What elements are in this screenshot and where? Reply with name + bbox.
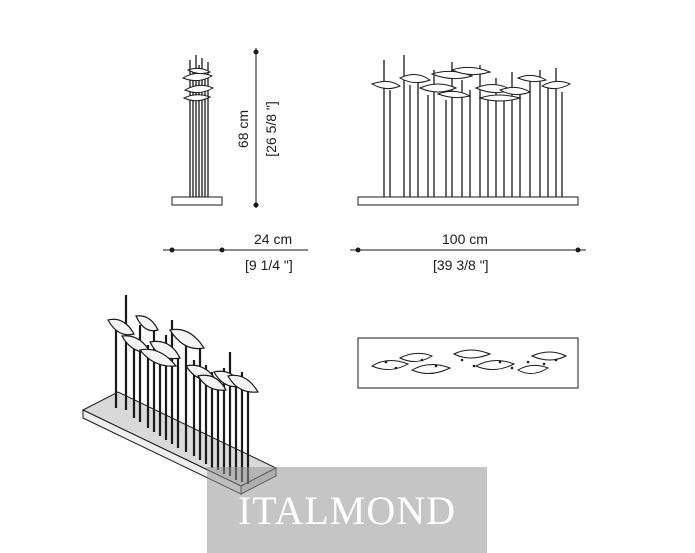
front-view-base [357,196,579,206]
height-label-in: [26 5/8 "] [263,101,279,157]
width-label-cm: 100 cm [442,231,488,247]
depth-dimension-line [163,247,308,253]
iso-leaves [107,315,260,393]
watermark-text: ITALMOND [237,488,457,533]
isometric-view [81,295,278,495]
top-view-leaves [370,349,568,374]
side-view-rods [189,55,209,197]
depth-label-in: [9 1/4 "] [245,257,293,273]
side-view-leaves [181,67,215,102]
width-dimension-line [350,247,586,253]
side-view [171,48,259,208]
top-view-rod-dots [384,358,558,370]
height-dimension-line [253,48,259,208]
height-label-cm: 68 cm [235,109,251,149]
width-label-in: [39 3/8 "] [433,257,489,273]
front-view-leaves [370,66,572,102]
side-view-base [171,196,223,206]
top-view [357,337,579,389]
watermark: ITALMOND [207,467,487,553]
depth-label-cm: 24 cm [254,231,293,247]
front-view [357,55,579,206]
